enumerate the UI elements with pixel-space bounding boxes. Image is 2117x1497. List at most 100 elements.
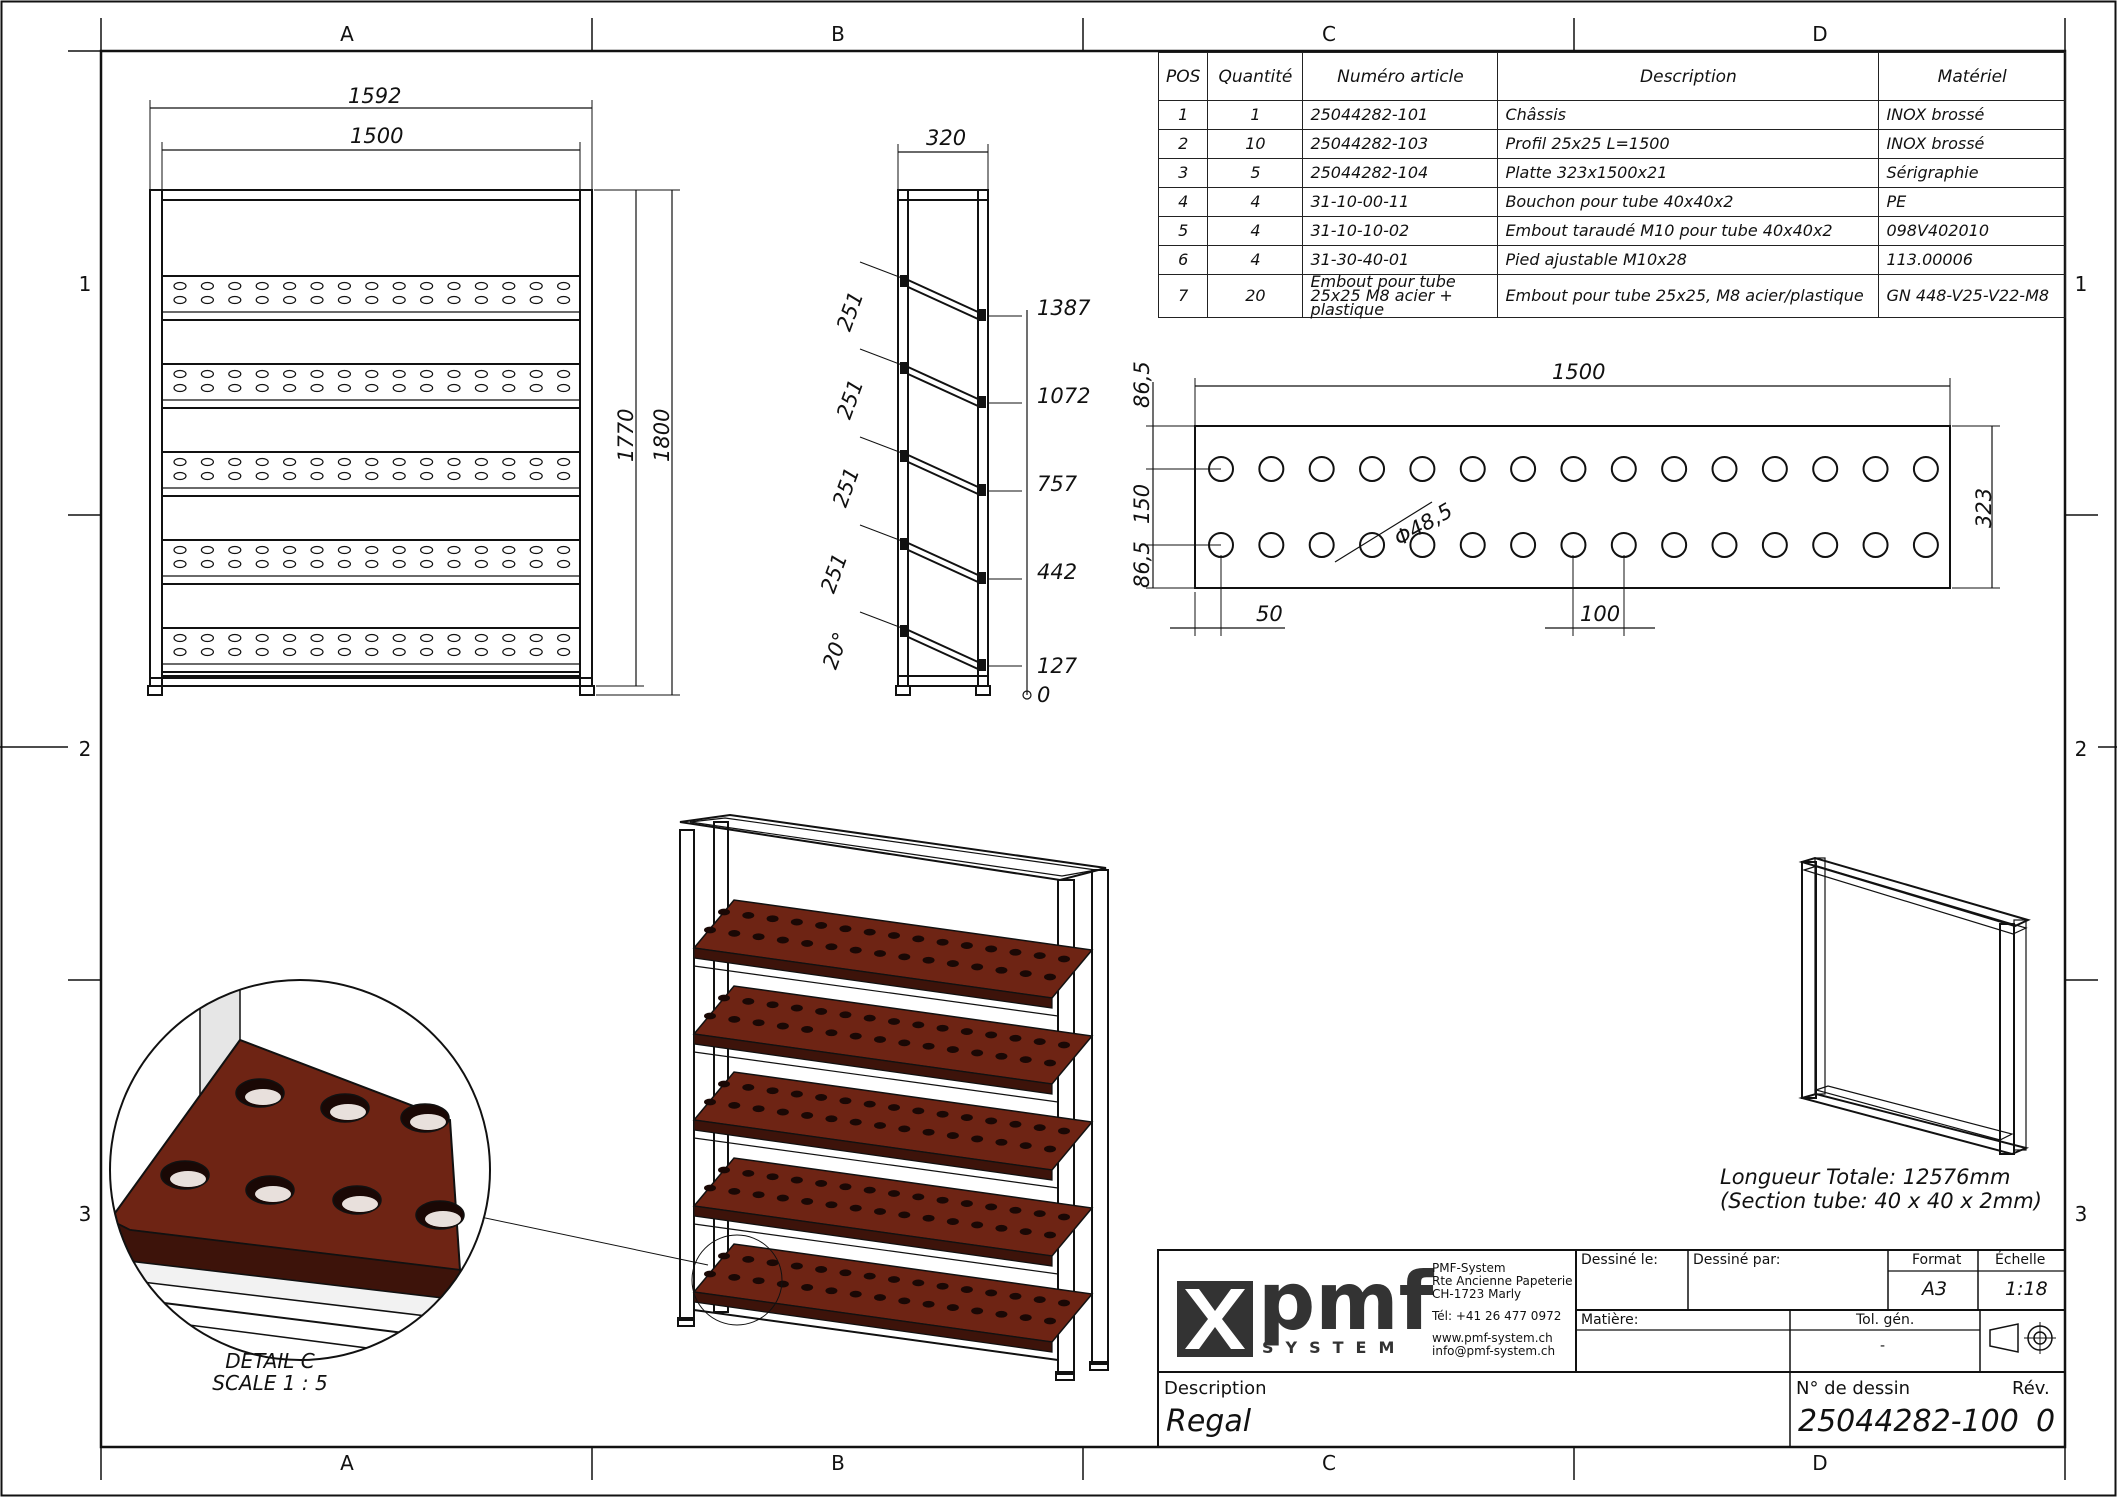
front-shelf-hole bbox=[556, 545, 571, 555]
iso-shelf-hole bbox=[898, 1211, 911, 1219]
iso-shelf-hole bbox=[936, 938, 949, 946]
iso-shelf-hole bbox=[704, 1184, 716, 1192]
iso-shelf-hole bbox=[849, 1032, 862, 1040]
iso-shelf-hole bbox=[960, 1114, 973, 1121]
iso-shelf-hole bbox=[849, 1290, 862, 1298]
iso-shelf-hole bbox=[825, 1029, 838, 1037]
iso-shelf-hole bbox=[985, 1117, 998, 1125]
front-shelf-hole bbox=[420, 383, 434, 393]
bom-cell-article: 25044282-103 bbox=[1302, 129, 1499, 159]
front-shelf-hole bbox=[228, 369, 242, 379]
iso-shelf-hole bbox=[766, 1259, 779, 1267]
iso-shelf-hole bbox=[1058, 1127, 1070, 1135]
front-shelf-hole bbox=[556, 471, 571, 481]
detail-title: DETAIL C bbox=[225, 1349, 315, 1373]
iso-shelf-hole bbox=[742, 1169, 755, 1177]
frame-note-line-1: Longueur Totale: 12576mm bbox=[1720, 1165, 2011, 1189]
drawing-number-value: 25044282-100 bbox=[1798, 1404, 2019, 1439]
iso-shelf-hole bbox=[1009, 948, 1022, 956]
plate-hole bbox=[1610, 456, 1637, 482]
iso-shelf-hole bbox=[971, 1221, 984, 1229]
front-shelf-hole bbox=[502, 647, 516, 657]
iso-shelf-hole bbox=[718, 1252, 730, 1260]
front-shelf-hole bbox=[529, 369, 543, 379]
description-value: Regal bbox=[1166, 1404, 1252, 1439]
detail-hole-bore bbox=[245, 1089, 281, 1105]
iso-shelf-hole bbox=[995, 1138, 1008, 1146]
front-shelf-hole bbox=[310, 281, 324, 291]
iso-shelf-hole bbox=[874, 1208, 886, 1215]
iso-shelf-front bbox=[693, 1033, 1053, 1095]
iso-shelf-hole bbox=[1019, 970, 1032, 978]
front-shelf-hole bbox=[447, 647, 461, 657]
iso-shelf-hole bbox=[1019, 1142, 1032, 1150]
zone-row-1-left: 1 bbox=[78, 272, 92, 296]
zone-row-2-right: 2 bbox=[2074, 737, 2088, 761]
front-shelf-hole bbox=[173, 295, 187, 305]
front-shelf-hole bbox=[529, 281, 543, 291]
iso-shelf-hole bbox=[742, 911, 755, 919]
iso-shelf-hole bbox=[752, 1277, 765, 1285]
iso-shelf-hole bbox=[898, 953, 911, 961]
dim-side-level-442: 442 bbox=[1037, 560, 1078, 584]
side-dim-extension bbox=[859, 348, 903, 366]
bom-header-article: Numéro article bbox=[1302, 52, 1499, 101]
zone-row-1-right: 1 bbox=[2074, 272, 2088, 296]
iso-shelf-hole bbox=[1009, 1292, 1022, 1300]
front-shelf-hole bbox=[447, 545, 461, 555]
front-shelf-hole bbox=[310, 545, 324, 555]
front-shelf-hole bbox=[474, 281, 488, 291]
iso-shelf-hole bbox=[1044, 973, 1056, 981]
plate-hole bbox=[1912, 532, 1939, 558]
bom-cell-pos: 3 bbox=[1157, 158, 1209, 188]
bill-of-materials-table: POS Quantité Numéro article Description … bbox=[1157, 52, 2066, 318]
iso-shelf-hole bbox=[742, 1083, 755, 1091]
bom-cell-pos: 1 bbox=[1157, 100, 1209, 130]
front-shelf-hole bbox=[283, 369, 297, 379]
front-shelf-hole bbox=[283, 647, 297, 657]
iso-shelf-hole bbox=[801, 1026, 814, 1033]
side-view bbox=[859, 144, 1032, 700]
bom-header-pos: POS bbox=[1157, 52, 1209, 101]
plate-hole bbox=[1510, 532, 1537, 558]
iso-shelf-hole bbox=[898, 1039, 911, 1047]
front-shelf-hole bbox=[420, 457, 434, 467]
plate-hole bbox=[1661, 456, 1688, 482]
iso-shelf-hole bbox=[960, 942, 973, 949]
iso-shelf-hole bbox=[801, 1112, 814, 1119]
iso-shelf-hole bbox=[815, 1094, 828, 1101]
iso-shelf-hole bbox=[1033, 1296, 1046, 1304]
iso-shelf-front bbox=[693, 1291, 1053, 1353]
iso-shelf-hole bbox=[936, 1196, 949, 1204]
front-shelf-hole bbox=[200, 457, 214, 467]
iso-shelf-hole bbox=[728, 1015, 741, 1023]
tolerance-value: - bbox=[1880, 1338, 1886, 1354]
iso-shelf-front bbox=[693, 1205, 1053, 1267]
front-shelf-hole bbox=[255, 369, 269, 379]
frame-isometric-view bbox=[1798, 856, 2031, 1156]
iso-shelf-hole bbox=[839, 1269, 852, 1277]
detail-hole-bore bbox=[425, 1211, 461, 1227]
iso-shelf-hole bbox=[839, 925, 852, 933]
iso-shelf-hole bbox=[898, 1125, 911, 1133]
front-shelf-hole bbox=[392, 633, 406, 643]
iso-shelf-hole bbox=[1058, 955, 1070, 963]
iso-shelf-hole bbox=[790, 918, 803, 926]
iso-shelf-hole bbox=[1033, 1210, 1046, 1218]
bom-cell-pos: 6 bbox=[1157, 245, 1209, 275]
title-block bbox=[1157, 1249, 2066, 1448]
iso-shelf-hole bbox=[995, 966, 1008, 974]
plate-hole bbox=[1761, 456, 1788, 482]
iso-shelf-hole bbox=[922, 956, 935, 964]
front-shelf-hole bbox=[392, 295, 406, 305]
iso-shelf-hole bbox=[801, 940, 814, 947]
bom-cell-qty: 10 bbox=[1207, 129, 1304, 159]
plate-hole bbox=[1308, 456, 1335, 482]
iso-shelf-profile bbox=[693, 1223, 1059, 1275]
company-email: info@pmf-system.ch bbox=[1432, 1344, 1556, 1358]
iso-shelf-profile bbox=[693, 1137, 1059, 1189]
iso-shelf-hole bbox=[1033, 952, 1046, 960]
front-shelf-hole bbox=[310, 295, 324, 305]
iso-shelf-hole bbox=[971, 1307, 984, 1315]
